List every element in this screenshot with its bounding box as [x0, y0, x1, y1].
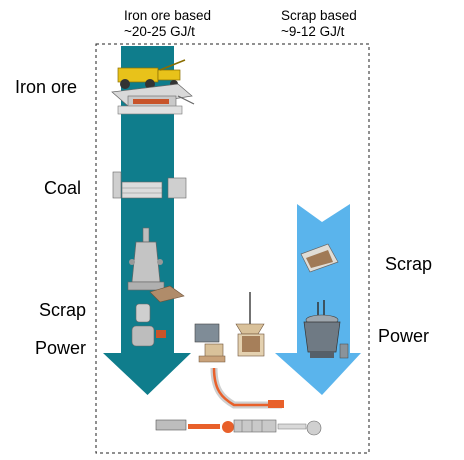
iron-ore-route-energy: ~20-25 GJ/t: [124, 24, 195, 39]
scrap-label-right: Scrap: [385, 254, 433, 274]
scrap-basket-icon-right: [300, 243, 339, 273]
coal-label: Coal: [44, 178, 82, 198]
power-label-left: Power: [35, 338, 87, 358]
power-label-right: Power: [378, 326, 430, 346]
scrap-route-energy: ~9-12 GJ/t: [281, 24, 345, 39]
scrap-label-left: Scrap: [39, 300, 87, 320]
rolling-mill-icon: [155, 419, 322, 436]
sinter-plant-icon: [111, 83, 195, 115]
iron-ore-route-arrow: [103, 46, 191, 395]
converter-icon: [131, 303, 166, 347]
ladle-furnace-icon: [235, 292, 265, 357]
scrap-route-arrow: [275, 204, 361, 395]
system-boundary: [95, 43, 370, 454]
scrap-pile-icon-left: [149, 285, 185, 303]
iron-ore-route-title: Iron ore based: [124, 8, 212, 23]
blast-furnace-icon: [127, 227, 165, 291]
continuous-caster-icon: [210, 367, 284, 409]
scrap-route-title: Scrap based: [281, 8, 357, 23]
mining-truck-icon: [117, 59, 186, 89]
electric-arc-furnace-icon: [303, 300, 349, 359]
ladle-icon: [194, 323, 226, 363]
iron-ore-label: Iron ore: [15, 77, 78, 97]
coke-plant-icon: [112, 171, 187, 199]
